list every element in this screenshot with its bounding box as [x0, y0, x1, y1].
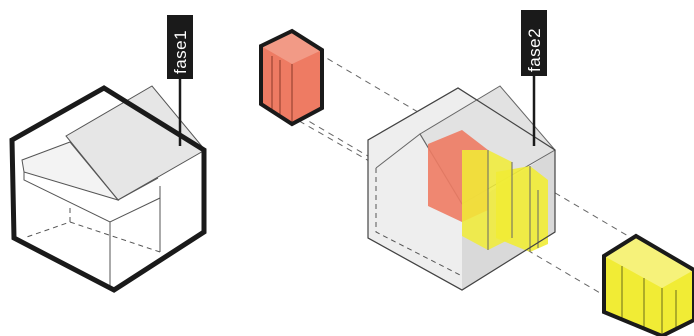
house-phase2	[367, 85, 556, 291]
house1-outline	[9, 85, 207, 293]
house1-hidden-floor	[69, 221, 161, 253]
house2-hidden-edges	[375, 168, 463, 277]
house2-yellow-module-b	[496, 166, 548, 252]
label-phase1: fase1	[167, 15, 193, 146]
module-yellow-floating	[602, 233, 694, 336]
module-orange-floating	[259, 28, 324, 127]
label-phase2: fase2	[521, 10, 547, 146]
house2-outline	[367, 87, 556, 291]
label-phase1-text: fase1	[171, 30, 190, 74]
label-phase2-text: fase2	[525, 28, 544, 72]
house-phase1	[9, 85, 207, 293]
house1-hidden-edges	[23, 208, 71, 239]
house1-roof-left	[21, 141, 120, 201]
